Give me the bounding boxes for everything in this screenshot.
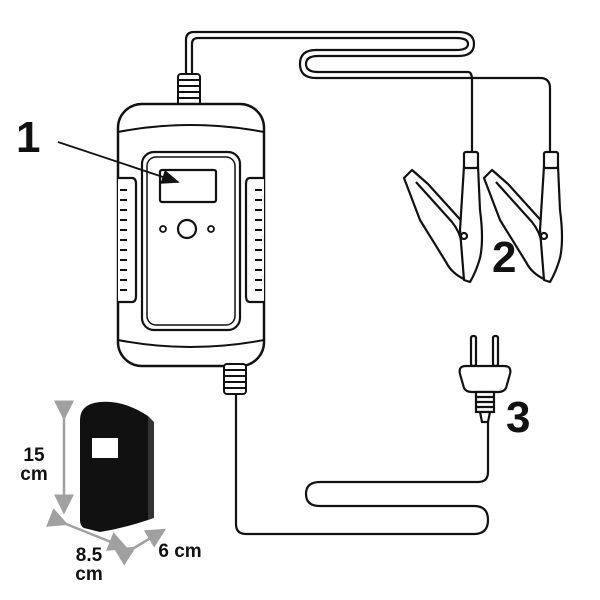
depth-dimension-label: 6 cm: [158, 541, 202, 562]
height-value: 15: [23, 445, 45, 466]
callout-number-2: 2: [492, 233, 517, 282]
power-plug-icon: [458, 334, 512, 424]
cable-strain-relief-bottom: [223, 363, 247, 395]
battery-clamp-icon: [482, 150, 564, 284]
width-value: 8.5: [75, 545, 103, 566]
mains-cable: [234, 392, 490, 536]
callout-1-leader: [57, 141, 180, 184]
battery-charger-icon: [116, 102, 266, 368]
width-unit: cm: [75, 564, 103, 585]
clamp-cable: [184, 30, 552, 168]
callout-number-3: 3: [506, 393, 531, 442]
size-illustration: [80, 401, 154, 532]
battery-clamp-icon: [402, 150, 484, 284]
height-dimension-label: 15 cm: [14, 446, 54, 484]
width-dimension-label: 8.5 cm: [64, 546, 114, 584]
dimension-arrows: [46, 400, 167, 566]
callout-number-1: 1: [16, 113, 41, 162]
cable-strain-relief-top: [177, 73, 201, 107]
height-unit: cm: [20, 464, 48, 485]
